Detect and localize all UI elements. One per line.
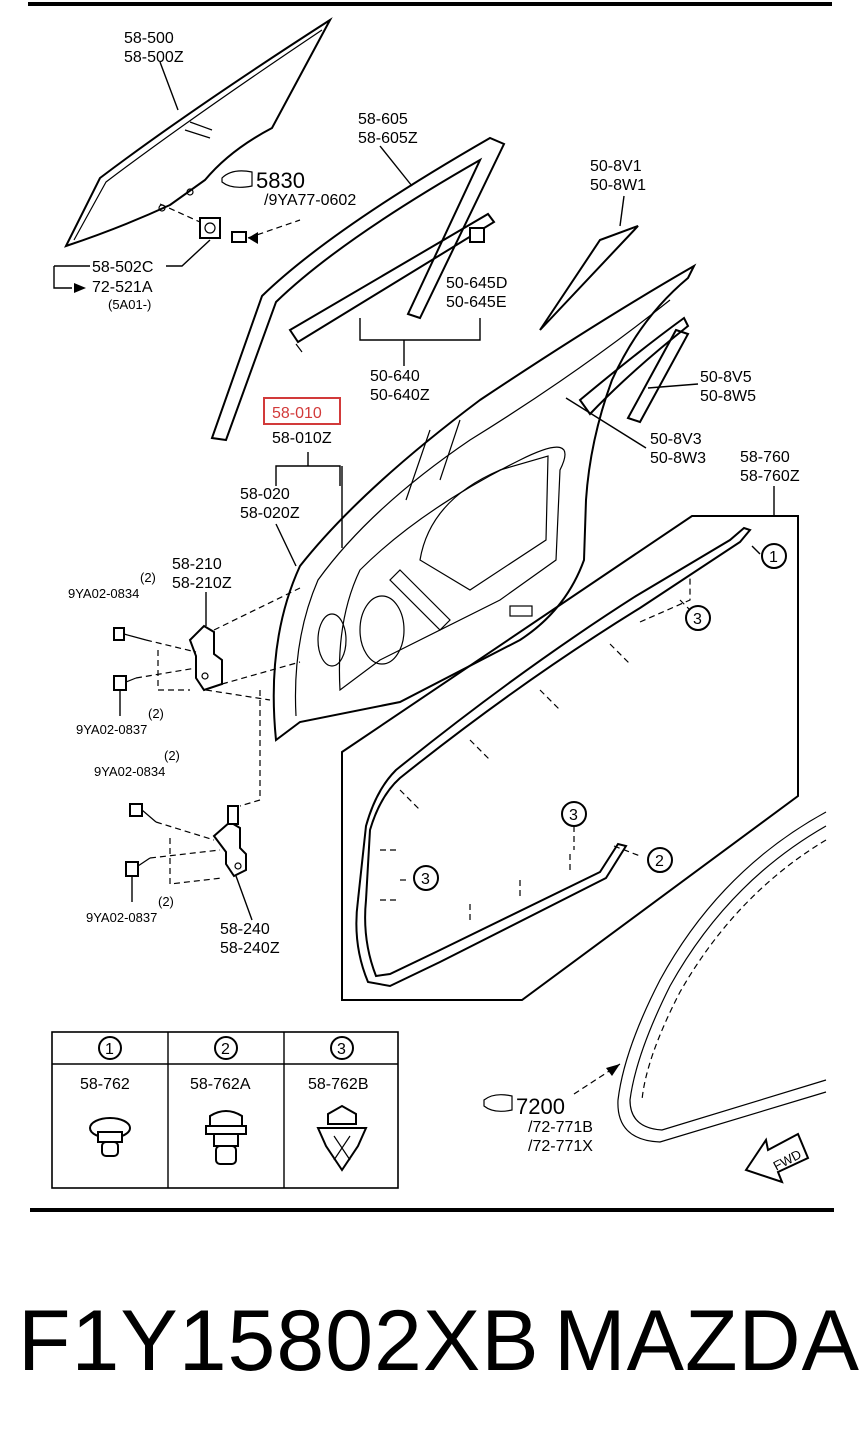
svg-text:3: 3 <box>337 1041 346 1058</box>
callout-3-mid: 3 <box>561 801 587 827</box>
label-hinge-upper-2: 58-210Z <box>172 575 232 592</box>
clip-part-1: 58-762 <box>80 1076 130 1093</box>
label-bolt-upper-b-qty: (2) <box>148 706 164 721</box>
label-weatherstrip-1: 58-760 <box>740 449 790 466</box>
highlight-box <box>263 397 341 425</box>
reference-hand-icon-2 <box>483 1094 513 1112</box>
svg-text:1: 1 <box>769 549 778 566</box>
door-shell[interactable] <box>272 263 697 742</box>
label-glass-2: 58-500Z <box>124 49 184 66</box>
label-channel-clip-2: 50-645E <box>446 294 507 311</box>
clip-table-header-3: 3 <box>330 1036 354 1060</box>
vent-glass[interactable] <box>539 225 639 331</box>
label-seal-rear-2: 50-8W5 <box>700 388 756 405</box>
label-hinge-lower-2: 58-240Z <box>220 940 280 957</box>
bolt-upper-a[interactable] <box>113 627 147 641</box>
label-seal-mid-1: 50-8V3 <box>650 431 702 448</box>
label-vent-glass-1: 50-8V1 <box>590 158 642 175</box>
label-bolt-lower-a-qty: (2) <box>164 748 180 763</box>
label-body-ref-sub-2: /72-771X <box>528 1138 593 1155</box>
clip-58-762A[interactable] <box>205 1110 247 1165</box>
clip-table-header-1: 1 <box>98 1036 122 1060</box>
belt-molding[interactable] <box>288 212 496 353</box>
label-door-panel: 58-010Z <box>272 430 332 447</box>
callout-3-upper: 3 <box>685 605 711 631</box>
clip-table <box>51 1031 399 1189</box>
label-door-panel-highlight[interactable]: 58-010 <box>272 405 322 422</box>
label-body-ref: 7200 <box>516 1094 565 1119</box>
callout-1-weatherstrip: 1 <box>761 543 787 569</box>
label-body-ref-sub-1: /72-771B <box>528 1119 593 1136</box>
lower-hinge[interactable] <box>212 805 247 878</box>
upper-hinge[interactable] <box>188 624 223 692</box>
label-glass-ref-sub: /9YA77-0602 <box>264 192 356 209</box>
svg-text:1: 1 <box>105 1041 114 1058</box>
label-bolt-upper-a-qty: (2) <box>140 570 156 585</box>
clip-58-762B[interactable] <box>316 1104 368 1172</box>
label-belt-molding-1: 50-640 <box>370 368 420 385</box>
label-weatherstrip-2: 58-760Z <box>740 468 800 485</box>
bolt-upper-b[interactable] <box>113 675 137 691</box>
label-door-shell-1: 58-020 <box>240 486 290 503</box>
label-bracket-1: 58-502C <box>92 259 153 276</box>
label-bracket-3: (5A01-) <box>108 297 151 312</box>
label-hinge-lower-1: 58-240 <box>220 921 270 938</box>
label-glass-ref: 5830 <box>256 168 305 193</box>
label-bolt-lower-b-qty: (2) <box>158 894 174 909</box>
rear-seal[interactable] <box>626 328 690 424</box>
label-seal-rear-1: 50-8V5 <box>700 369 752 386</box>
svg-text:3: 3 <box>569 807 578 824</box>
svg-text:3: 3 <box>421 871 430 888</box>
label-bracket-2: 72-521A <box>92 279 153 296</box>
bolt-lower-b[interactable] <box>125 857 151 877</box>
label-bolt-upper-a: 9YA02-0834 <box>68 586 139 601</box>
label-belt-molding-2: 50-640Z <box>370 387 430 404</box>
rear-glass-guide[interactable] <box>210 136 506 442</box>
label-guide-rear-2: 58-605Z <box>358 130 418 147</box>
clip-58-762[interactable] <box>89 1117 131 1157</box>
label-bolt-lower-a: 9YA02-0834 <box>94 764 165 779</box>
bolt-lower-a[interactable] <box>129 803 157 823</box>
door-glass[interactable] <box>64 17 333 248</box>
glass-bracket[interactable] <box>199 217 247 243</box>
svg-text:3: 3 <box>693 611 702 628</box>
label-channel-clip-1: 50-645D <box>446 275 507 292</box>
svg-text:2: 2 <box>655 853 664 870</box>
weatherstrip-panel <box>341 515 799 1001</box>
label-seal-mid-2: 50-8W3 <box>650 450 706 467</box>
clip-table-header-2: 2 <box>214 1036 238 1060</box>
brand-name: MAZDA <box>554 1293 860 1389</box>
clip-part-3: 58-762B <box>308 1076 369 1093</box>
callout-2-panel: 2 <box>647 847 673 873</box>
label-hinge-upper-1: 58-210 <box>172 556 222 573</box>
svg-text:2: 2 <box>221 1041 230 1058</box>
label-guide-rear-1: 58-605 <box>358 111 408 128</box>
callout-3-lower: 3 <box>413 865 439 891</box>
label-vent-glass-2: 50-8W1 <box>590 177 646 194</box>
label-bolt-lower-b: 9YA02-0837 <box>86 910 157 925</box>
reference-hand-icon <box>221 170 253 188</box>
fwd-arrow-icon: FWD <box>744 1132 810 1184</box>
label-door-shell-2: 58-020Z <box>240 505 300 522</box>
body-opening-outline <box>617 811 827 1143</box>
clip-part-2: 58-762A <box>190 1076 251 1093</box>
label-bolt-upper-b: 9YA02-0837 <box>76 722 147 737</box>
part-number: F1Y15802XB <box>18 1293 540 1389</box>
label-glass-1: 58-500 <box>124 30 174 47</box>
weatherstrip[interactable] <box>355 526 752 988</box>
